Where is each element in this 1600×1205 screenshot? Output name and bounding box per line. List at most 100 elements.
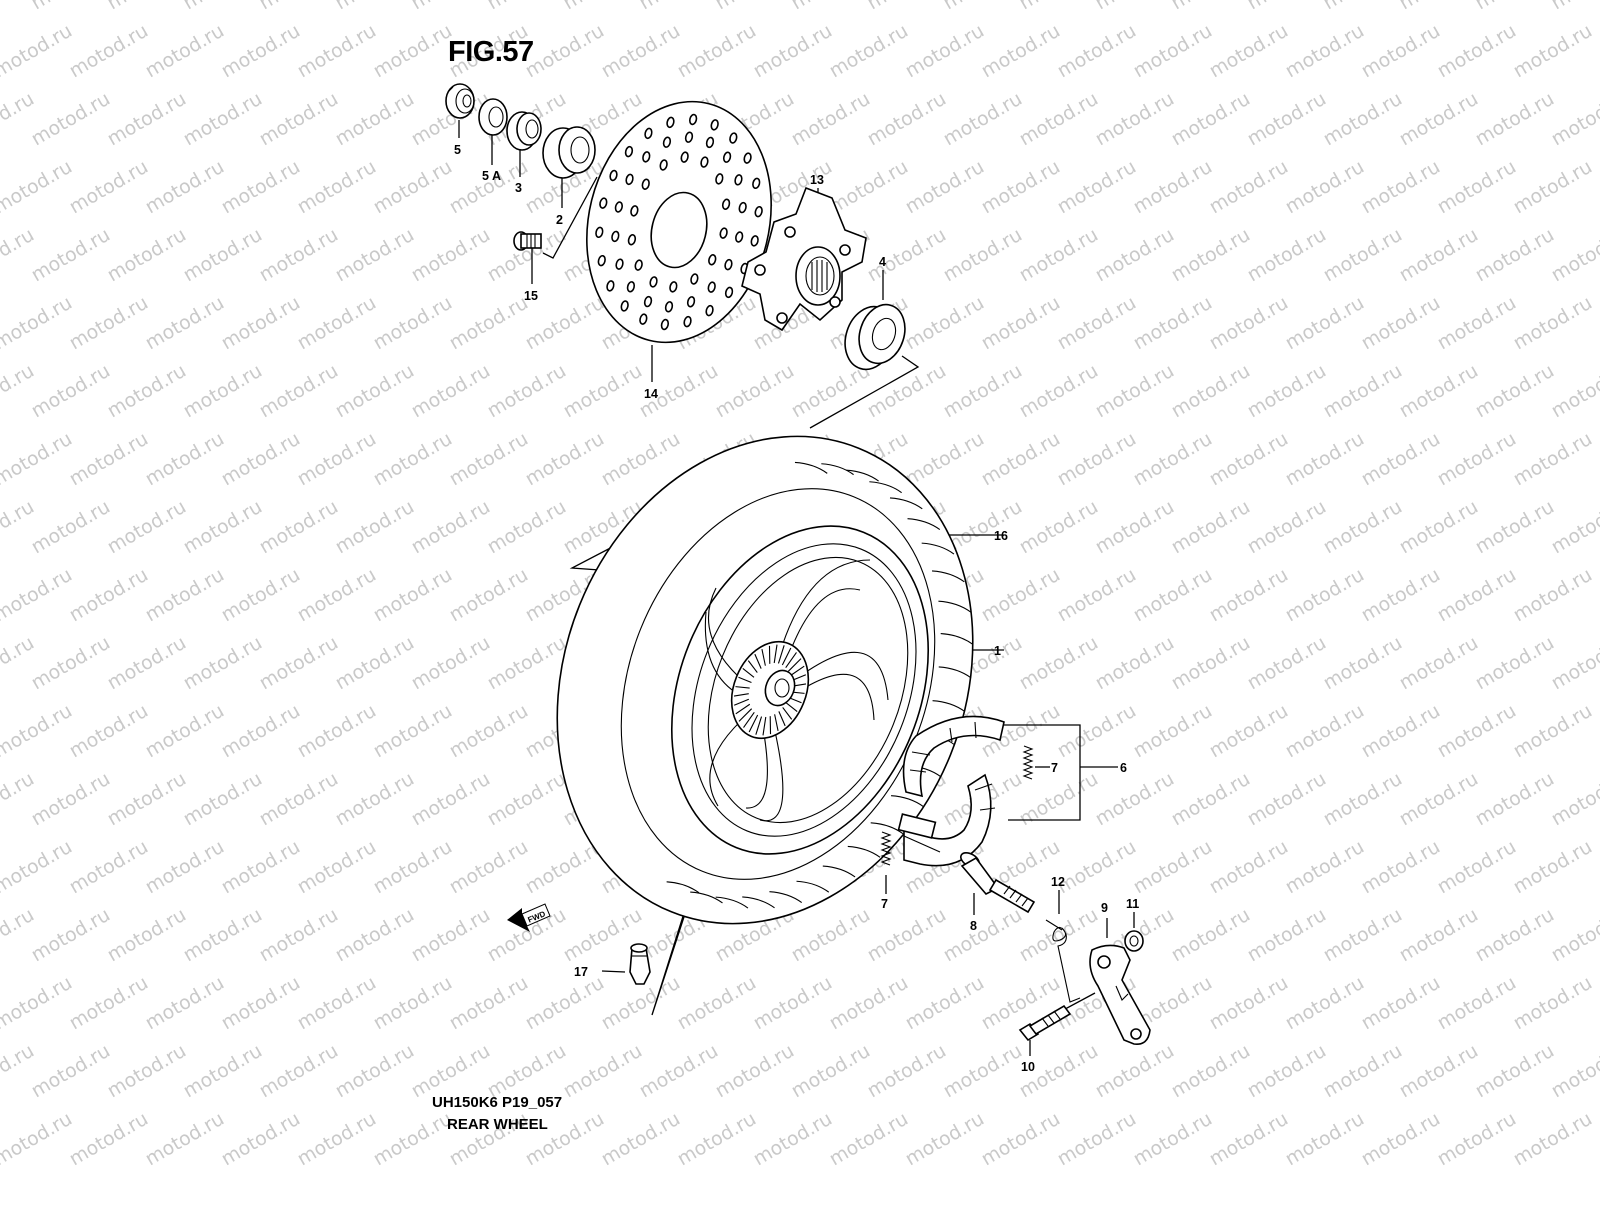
watermark-text: motod.ru [1548,496,1600,559]
watermark-text: motod.ru [560,0,646,14]
watermark-text: motod.ru [864,224,950,287]
watermark-text: motod.ru [826,156,912,219]
watermark-text: motod.ru [1130,428,1216,491]
watermark-text: motod.ru [484,496,570,559]
watermark-text: motod.ru [256,768,342,831]
watermark-text: motod.ru [218,428,304,491]
watermark-text: motod.ru [864,1040,950,1103]
watermark-text: motod.ru [598,428,684,491]
watermark-text: motod.ru [560,360,646,423]
watermark-text: motod.ru [104,360,190,423]
watermark-text: motod.ru [0,972,76,1035]
watermark-text: motod.ru [1396,632,1482,695]
watermark-text: motod.ru [484,768,570,831]
watermark-text: motod.ru [66,428,152,491]
part-3-spacer[interactable] [507,112,541,150]
watermark-text: motod.ru [1282,564,1368,627]
watermark-text: motod.ru [1244,88,1330,151]
watermark-text: motod.ru [1358,836,1444,899]
watermark-text: motod.ru [1130,1108,1216,1171]
watermark-text: motod.ru [408,904,494,967]
watermark-text: motod.ru [1320,224,1406,287]
watermark-text: motod.ru [408,0,494,14]
watermark-text: motod.ru [1206,564,1292,627]
watermark-text: motod.ru [1244,496,1330,559]
callout-16: 16 [994,529,1008,543]
callout-7-upper: 7 [1051,761,1058,775]
callout-5a: 5 A [482,169,501,183]
watermark-text: motod.ru [484,224,570,287]
watermark-text: motod.ru [1434,564,1520,627]
watermark-text: motod.ru [0,20,76,83]
watermark-text: motod.ru [788,0,874,14]
watermark-text: motod.ru [180,904,266,967]
part-5-nut[interactable] [446,84,474,118]
watermark-text: motod.ru [256,88,342,151]
watermark-text: motod.ru [66,836,152,899]
watermark-text: motod.ru [1434,20,1520,83]
watermark-text: motod.ru [180,360,266,423]
watermark-text: motod.ru [636,0,722,14]
watermark-text: motod.ru [104,632,190,695]
watermark-text: motod.ru [332,360,418,423]
watermark-text: motod.ru [1016,632,1102,695]
watermark-text: motod.ru [104,88,190,151]
watermark-text: motod.ru [1434,1108,1520,1171]
callout-15: 15 [524,289,538,303]
watermark-text: motod.ru [1358,428,1444,491]
watermark-text: motod.ru [1016,768,1102,831]
watermark-text: motod.ru [712,360,798,423]
watermark-text: motod.ru [1244,0,1330,14]
watermark-text: motod.ru [1054,836,1140,899]
watermark-text: motod.ru [180,0,266,14]
watermark-text: motod.ru [978,564,1064,627]
watermark-text: motod.ru [902,972,988,1035]
callout-9: 9 [1101,901,1108,915]
watermark-text: motod.ru [180,224,266,287]
watermark-text: motod.ru [28,1040,114,1103]
watermark-text: motod.ru [66,972,152,1035]
callout-14: 14 [644,387,658,401]
watermark-text: motod.ru [788,88,874,151]
watermark-text: motod.ru [940,360,1026,423]
watermark-text: motod.ru [0,836,76,899]
watermark-text: motod.ru [1320,0,1406,14]
part-5a-washer[interactable] [479,99,507,135]
diagram-name: REAR WHEEL [447,1116,548,1133]
watermark-text: motod.ru [1548,224,1600,287]
diagram-code: UH150K6 P19_057 [432,1094,562,1111]
watermark-text: motod.ru [1320,360,1406,423]
watermark-text: motod.ru [560,1040,646,1103]
watermark-text: motod.ru [332,496,418,559]
part-15-bolt[interactable] [514,232,541,250]
watermark-text: motod.ru [1206,292,1292,355]
watermark-text: motod.ru [28,632,114,695]
watermark-text: motod.ru [1434,428,1520,491]
watermark-text: motod.ru [978,1108,1064,1171]
watermark-text: motod.ru [1320,1040,1406,1103]
watermark-text: motod.ru [28,904,114,967]
watermark-text: motod.ru [218,292,304,355]
watermark-text: motod.ru [1282,972,1368,1035]
watermark-text: motod.ru [1244,224,1330,287]
watermark-text: motod.ru [1358,972,1444,1035]
watermark-text: motod.ru [408,632,494,695]
watermark-text: motod.ru [1510,1108,1596,1171]
watermark-text: motod.ru [294,20,380,83]
watermark-text: motod.ru [408,768,494,831]
watermark-text: motod.ru [1016,0,1102,14]
callout-1: 1 [994,644,1001,658]
watermark-text: motod.ru [256,0,342,14]
part-11-nut[interactable] [1125,931,1143,951]
part-7-spring-upper[interactable] [1024,746,1032,779]
figure-title: FIG.57 [448,36,534,69]
watermark-text: motod.ru [28,496,114,559]
watermark-text: motod.ru [1168,224,1254,287]
callout-10: 10 [1021,1060,1035,1074]
watermark-text: motod.ru [294,700,380,763]
watermark-text: motod.ru [1358,700,1444,763]
watermark-text: motod.ru [978,428,1064,491]
part-17-tire-valve[interactable] [630,944,650,984]
watermark-text: motod.ru [104,1040,190,1103]
